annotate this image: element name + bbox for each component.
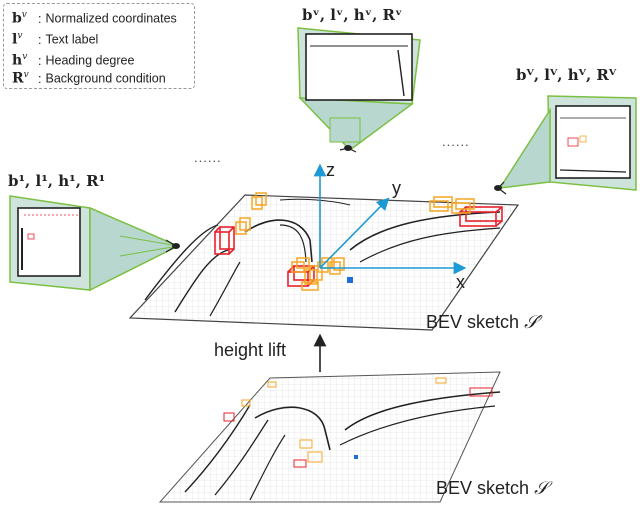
camera-view-middle (297, 27, 421, 153)
legend: bv:Normalized coordinates lv:Text label … (3, 3, 195, 89)
coordinate-axes (313, 163, 467, 275)
legend-text: Normalized coordinates (45, 11, 177, 26)
camera-view-last (494, 95, 637, 195)
height-lift-label: height lift (214, 340, 287, 360)
camera-label-middle: bᵛ, lᵛ, hᵛ, Rᵛ (302, 6, 403, 24)
axis-label-y: y (392, 178, 401, 198)
camera-view-first (9, 195, 180, 292)
bev-sketch-bottom (158, 371, 501, 503)
axis-label-z: z (326, 160, 335, 180)
camera-label-first: b¹, l¹, h¹, R¹ (8, 172, 106, 190)
legend-item-heading: hv:Heading degree (12, 52, 135, 69)
legend-item-coordinates: bv:Normalized coordinates (12, 10, 177, 27)
legend-symbol: lv (12, 31, 23, 48)
ellipsis-right: ...... (442, 134, 470, 149)
legend-text: Heading degree (45, 53, 135, 68)
ellipsis-left: ...... (194, 150, 222, 165)
bev-sketch-bottom-label: BEV sketch 𝒮 (436, 478, 548, 499)
camera-label-last: bⱽ, lⱽ, hⱽ, Rⱽ (516, 66, 617, 84)
legend-text: Text label (45, 32, 99, 47)
legend-symbol: bv (12, 10, 27, 27)
legend-text: Background condition (45, 71, 166, 86)
legend-symbol: Rv (12, 70, 29, 87)
legend-symbol: hv (12, 52, 28, 69)
legend-item-background: Rv:Background condition (12, 70, 166, 87)
legend-item-text-label: lv:Text label (12, 31, 99, 48)
axis-label-x: x (456, 272, 465, 292)
bev-sketch-top-label: BEV sketch 𝒮′ (426, 312, 543, 333)
